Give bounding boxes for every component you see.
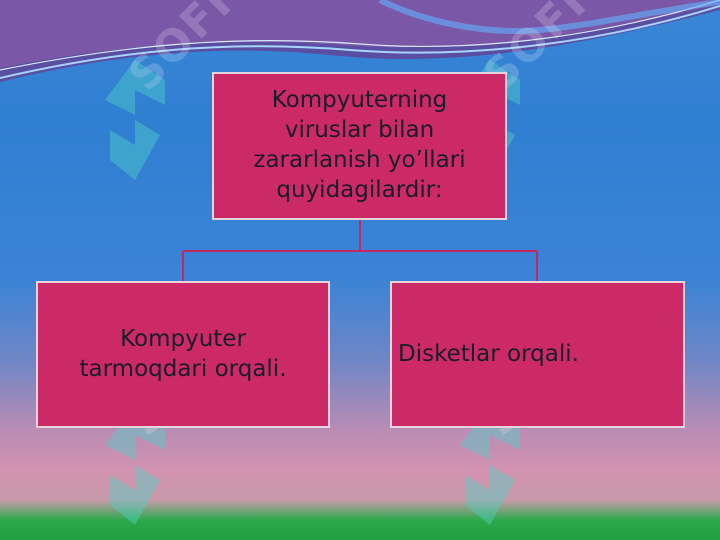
watermark-logo: SOFF [450, 313, 630, 525]
root-node: Kompyuterning viruslar bilan zararlanish… [212, 72, 507, 220]
child-node-network: Kompyuter tarmoqdari orqali. [36, 281, 330, 428]
header-wave-decoration [0, 0, 720, 82]
watermark-mark-icon [105, 60, 165, 180]
child-node-text: Kompyuter tarmoqdari orqali. [79, 325, 287, 382]
child-node-diskettes: Disketlar orqali. [390, 281, 685, 428]
watermark-logo: SOFF [95, 313, 275, 525]
watermark-mark-icon [460, 405, 520, 525]
child-node-text: Disketlar orqali. [398, 340, 579, 367]
watermark-logo: SOFF [95, 0, 275, 180]
root-node-text: Kompyuterning viruslar bilan zararlanish… [253, 87, 466, 203]
watermark-mark-icon [105, 405, 165, 525]
